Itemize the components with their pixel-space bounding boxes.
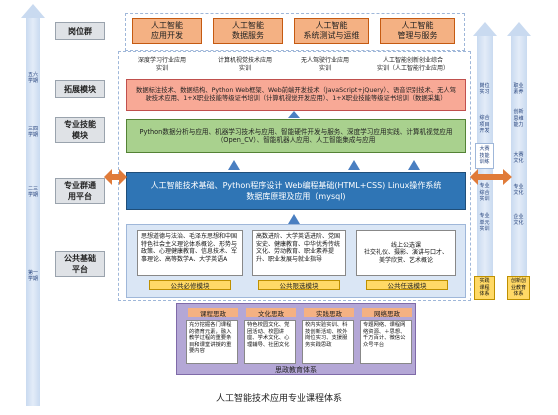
- professional-module-box: Python数据分析与应用、机器学习技术与应用、智能硬件开发与服务、深度学习应用…: [126, 119, 466, 153]
- layer-arrows: [228, 111, 420, 224]
- ideo-practice-title: 实践思政: [304, 308, 354, 318]
- semester-label: 三四 学期: [27, 126, 38, 138]
- label-jobs: 岗位群: [55, 22, 105, 40]
- ideo-culture-title: 文化思政: [246, 308, 296, 318]
- practice-autonomous: 无人驾驶行业应用 实训: [300, 57, 349, 72]
- job-ai-management: 人工智能 管理与服务: [380, 18, 455, 44]
- right-item-professional-culture: 专业 文化: [513, 183, 524, 197]
- right-item-unit-training: 专业 单元 实训: [479, 213, 490, 233]
- ideo-network-title: 网络思政: [362, 308, 412, 318]
- job-ai-app-dev: 人工智能 应用开发: [132, 18, 202, 44]
- right-item-job-internship: 岗位 实习: [479, 82, 490, 96]
- right-item-innovation-thinking: 创新 思维 能力: [513, 109, 524, 129]
- right-item-competition-culture: 大赛 文化: [513, 151, 524, 165]
- platform-box: 人工智能技术基础、Python程序设计 Web编程基础(HTML+CSS) Li…: [126, 172, 466, 210]
- right-item-comprehensive-training: 专业 综合 实训: [479, 183, 490, 203]
- ideo-system-title: 思政教育体系: [275, 366, 317, 374]
- job-ai-data-service: 人工智能 数据服务: [213, 18, 283, 44]
- job-ai-test-ops: 人工智能 系统测试与运维: [294, 18, 369, 44]
- label-platform: 专业群通 用平台: [55, 178, 105, 204]
- public-elective-label: 公共任选模块: [366, 280, 448, 290]
- orange-arrow-left-icon: [104, 169, 127, 185]
- public-required-label: 公共必修模块: [149, 280, 231, 290]
- public-required-content: 思想道德与法治、毛泽东思想和中国特色社会主义理论体系概论、形势与政策、心理健康教…: [137, 230, 243, 276]
- semester-label: 二三 学期: [27, 186, 38, 198]
- right-item-practice-system: 实践 课程 体系: [474, 276, 495, 300]
- practice-cv: 计算机视觉技术应用 实训: [217, 57, 272, 72]
- label-public-platform: 公共基础 平台: [55, 251, 105, 277]
- ideo-network-content: 专题网络、课程网络资源、＋思想、千万百计、微信公众号平台: [360, 320, 412, 364]
- ideo-practice-content: 校内实验实训、科技创新活动、校外岗位实习、支援服务实践思政: [302, 320, 354, 364]
- right-item-innovation-system: 创新创 业教育 体系: [507, 276, 530, 300]
- semester-label: 五六 学期: [27, 72, 38, 84]
- ideo-culture-content: 特色校园文化、党团活动、校园讲座、学术文化、心理辅导、社团文化: [244, 320, 296, 364]
- practice-deep-learning: 深度学习行业应用 实训: [137, 57, 186, 72]
- ideo-course-content: 充分挖掘各门课程的德育元素，融入教学过程的重要条目和课堂讲授的重要内容: [186, 320, 238, 364]
- right-item-professional-quality: 职业 素养: [513, 82, 524, 96]
- public-elective-content: 线上公选课 社交礼仪、摄影、演讲与口才、美学欣赏、艺术概论: [356, 230, 456, 276]
- label-professional-module: 专业技能 模块: [55, 117, 105, 143]
- ideo-course-title: 课程思政: [188, 308, 238, 318]
- diagram-caption: 人工智能技术应用专业课程体系: [215, 393, 342, 404]
- expand-module-box: 数据标注技术、数据结构、Python Web框架、Web前端开发技术（JavaS…: [126, 79, 466, 111]
- practice-innovation: 人工智能创新创业综合 实训（人工智能行业应用）: [376, 57, 449, 72]
- public-limited-label: 公共限选模块: [258, 280, 340, 290]
- semester-label: 第一 学期: [27, 270, 38, 282]
- right-item-enterprise-culture: 企业 文化: [513, 213, 524, 227]
- right-item-competition-training: 大赛 技能 训练: [475, 143, 494, 169]
- public-limited-content: 高数进阶、大学英语进阶、党国安史、健康教育、中华优秀传统文化、劳动教育、职业素养…: [252, 230, 346, 276]
- label-expand-module: 拓展模块: [55, 80, 105, 98]
- job-group-frame: [125, 13, 465, 51]
- right-item-project-dev: 综合 项目 开发: [479, 115, 490, 135]
- orange-arrow-right-icon: [470, 169, 512, 185]
